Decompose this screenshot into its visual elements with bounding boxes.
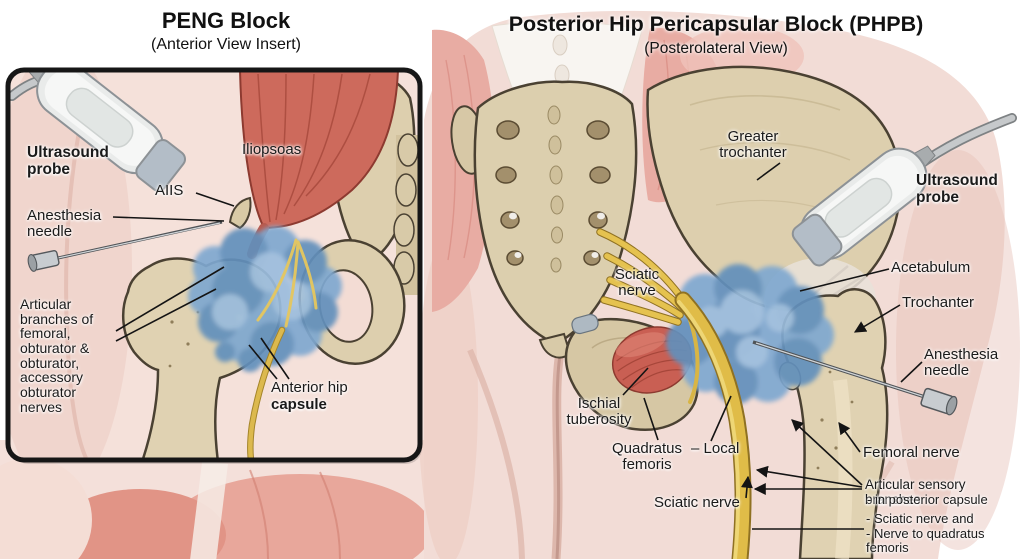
ultrasound-probe-right xyxy=(791,113,1017,267)
sacrum-bone xyxy=(450,80,638,359)
articular-nerve-branches xyxy=(247,238,318,458)
label-aiis: AIIS xyxy=(155,182,184,199)
label-acetabulum: Acetabulum xyxy=(891,259,971,276)
iliopsoas-muscle xyxy=(238,72,400,259)
label-sciatic-nerve-lower: Sciatic nerve xyxy=(654,494,740,511)
label-articular-sensory-branches: Articular sensory branches xyxy=(865,477,966,507)
sciatic-nerve-illustration xyxy=(596,228,752,559)
label-trochanter: Trochanter xyxy=(902,294,974,311)
label-sciatic-nerve-and: - Sciatic nerve and xyxy=(866,511,974,526)
anesthetic-cloud-left xyxy=(188,226,342,372)
inset-panel-border xyxy=(5,67,423,463)
main-subtitle: (Posterolateral View) xyxy=(644,40,788,57)
label-ultrasound-probe-left: Ultrasound probe xyxy=(27,144,109,178)
leader-lines xyxy=(112,162,923,530)
label-anterior-hip-capsule: capsule xyxy=(271,396,327,413)
aiis-bone xyxy=(228,196,252,230)
label-greater-trochanter: Greater trochanter xyxy=(719,128,787,162)
main-title: Posterior Hip Pericapsular Block (PHPB) xyxy=(508,12,924,36)
inset-panel-content xyxy=(10,72,418,458)
ultrasound-probe-left xyxy=(10,72,187,192)
label-quadratus-femoris: Quadratus femoris xyxy=(611,440,683,474)
label-local: – Local xyxy=(691,440,740,457)
label-sciatic-nerve-upper: Sciatic nerve xyxy=(614,266,660,300)
anesthesia-needle-left xyxy=(27,220,223,272)
label-anesthesia-needle-right: Anesthesia needle xyxy=(924,346,999,380)
label-articular-branches: Articular branches of femoral, obturator… xyxy=(20,296,94,415)
inset-subtitle: (Anterior View Insert) xyxy=(151,36,301,53)
inset-title: PENG Block xyxy=(161,8,291,33)
label-ischial-tuberosity: Ischial tuberosity xyxy=(566,395,632,429)
anesthesia-needle-right xyxy=(752,340,958,416)
label-anterior-hip: Anterior hip xyxy=(271,379,348,396)
label-nerve-to-quadratus-femoris: - Nerve to quadratus femoris xyxy=(866,526,985,556)
label-in-posterior-capsule: - in posterior capsule xyxy=(867,492,988,507)
label-ultrasound-probe-right: Ultrasound probe xyxy=(916,172,998,206)
sacrum-edge-inset xyxy=(393,133,418,285)
label-iliopsoas: Iliopsoas xyxy=(242,141,302,158)
label-anesthesia-needle-left: Anesthesia needle xyxy=(27,207,102,241)
label-femoral-nerve: Femoral nerve xyxy=(863,444,960,461)
